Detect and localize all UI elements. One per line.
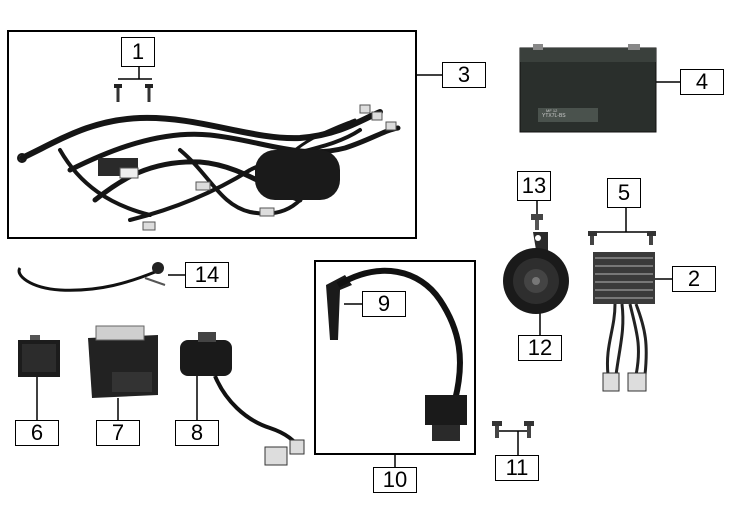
- callout-1: 1: [121, 37, 155, 67]
- regulator-rectifier-part-2: [593, 252, 655, 392]
- callout-6: 6: [15, 420, 59, 446]
- harness-group-frame: [7, 30, 417, 239]
- callout-4: 4: [680, 69, 724, 95]
- callout-11: 11: [495, 455, 539, 481]
- wiring-harness-part-3: [17, 104, 401, 231]
- callout-9: 9: [362, 291, 406, 317]
- callout-8: 8: [175, 420, 219, 446]
- relay-part-6: [18, 335, 60, 377]
- screw-part-13: [531, 214, 543, 230]
- battery-label-small: YTX7L-BS: [542, 113, 566, 119]
- starter-relay-part-8: [180, 332, 305, 466]
- callout-7: 7: [96, 420, 140, 446]
- horn-part-12: [503, 232, 569, 314]
- callout-2: 2: [672, 266, 716, 292]
- ignition-coil-part-10: [326, 267, 467, 441]
- wire-part-14: [17, 262, 166, 292]
- callout-10: 10: [373, 467, 417, 493]
- callout-5: 5: [607, 178, 641, 208]
- callout-3: 3: [442, 62, 486, 88]
- callout-13: 13: [517, 171, 551, 201]
- callout-14: 14: [185, 262, 229, 288]
- bolt-pair-part-5: [588, 231, 656, 245]
- screw-pair-part-11: [492, 421, 534, 438]
- battery-part-4: YTX7L-BS MF 12: [519, 44, 657, 133]
- battery-label-top: MF 12: [546, 108, 558, 113]
- callout-12: 12: [518, 335, 562, 361]
- leader-lines: [36, 66, 680, 467]
- screw-pair-part-1: [114, 84, 153, 102]
- cdi-unit-part-7: [88, 325, 158, 398]
